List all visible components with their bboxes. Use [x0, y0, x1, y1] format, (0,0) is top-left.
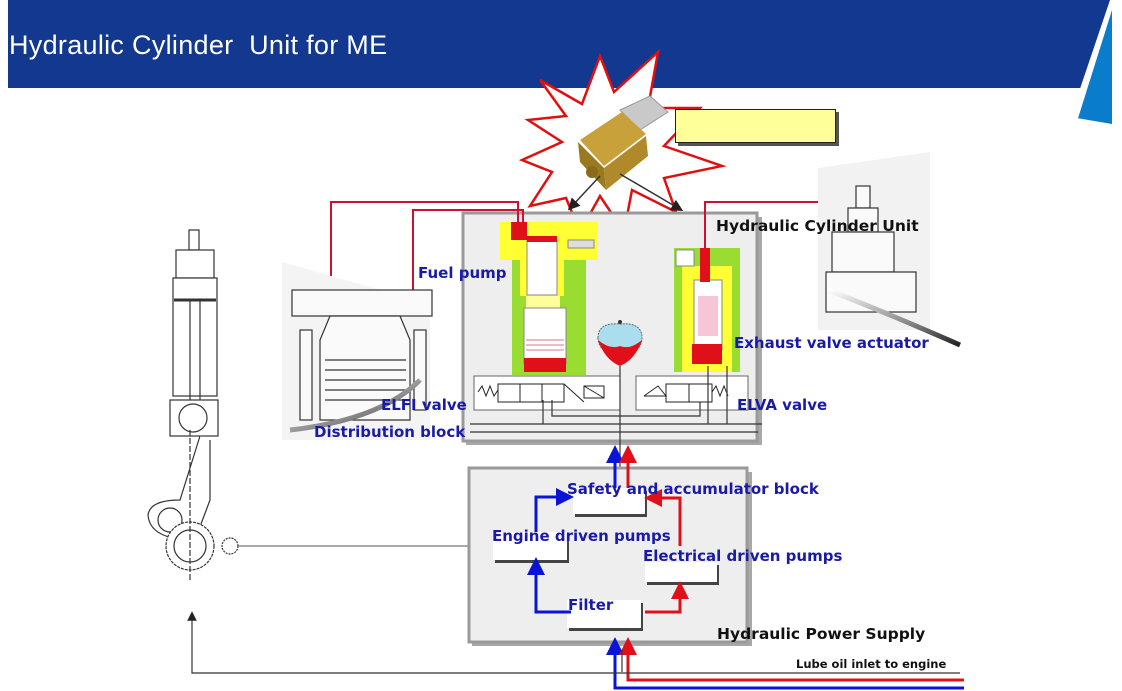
- label-hydraulic-power-supply: Hydraulic Power Supply: [717, 625, 926, 643]
- fuel-pump-icon: [500, 222, 598, 375]
- return-flow-lines: [527, 445, 964, 690]
- label-hydraulic-cylinder-unit: Hydraulic Cylinder Unit: [716, 217, 919, 235]
- label-engine-driven-pumps: Engine driven pumps: [492, 527, 671, 545]
- label-electrical-driven-pumps: Electrical driven pumps: [643, 547, 843, 565]
- arrow-to-actuator: [619, 173, 684, 212]
- exhaust-actuator-icon: [674, 248, 740, 372]
- distribution-block-lines: [470, 366, 762, 470]
- fuel-high-pressure-lines: [330, 201, 840, 303]
- lube-oil-line: [187, 611, 960, 674]
- label-elfi-valve: ELFI valve: [381, 396, 467, 414]
- label-distribution-block: Distribution block: [314, 423, 466, 441]
- elfi-valve-symbol: [473, 375, 621, 411]
- header-bar: [8, 0, 1110, 88]
- exhaust-valve-icon: [818, 152, 962, 348]
- label-filter: Filter: [568, 596, 614, 614]
- pressure-flow-lines: [619, 445, 964, 682]
- label-exhaust-valve-actuator: Exhaust valve actuator: [734, 334, 929, 352]
- label-safety-accumulator-block: Safety and accumulator block: [567, 480, 819, 498]
- label-fuel-pump: Fuel pump: [418, 264, 507, 282]
- hydraulic-valve-block-icon: [578, 95, 669, 190]
- arrow-to-fuel-pump: [567, 175, 601, 211]
- elva-valve-symbol: [635, 375, 749, 411]
- engine-crank-icon: [147, 229, 490, 580]
- label-lube-oil-inlet: Lube oil inlet to engine: [796, 657, 947, 671]
- page-title: Hydraulic Cylinder Unit for ME: [9, 30, 388, 60]
- accumulator-icon: [597, 320, 643, 366]
- hps-blocks: [493, 488, 717, 628]
- cylinder-cover-icon: [282, 262, 433, 440]
- label-elva-valve: ELVA valve: [737, 396, 828, 414]
- callout-label-box: [675, 109, 836, 143]
